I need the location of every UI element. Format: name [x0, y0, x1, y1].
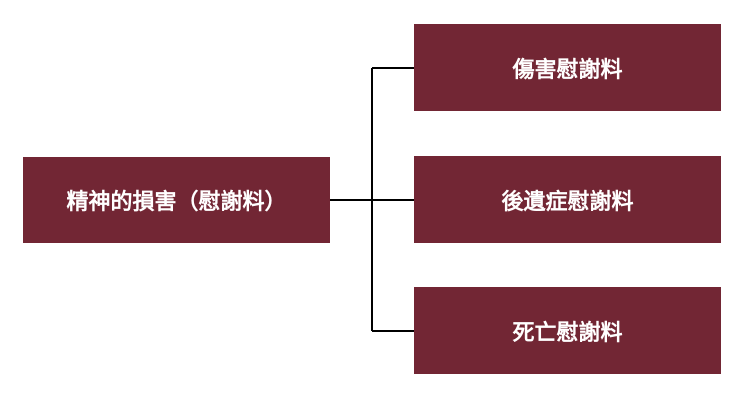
root-node: 精神的損害（慰謝料）: [23, 157, 330, 243]
child-node-injury: 傷害慰謝料: [414, 24, 721, 111]
child-node-label: 後遺症慰謝料: [501, 189, 634, 215]
child-node-aftereffect: 後遺症慰謝料: [414, 156, 721, 243]
child-node-label: 傷害慰謝料: [512, 57, 623, 83]
child-node-death: 死亡慰謝料: [414, 287, 721, 374]
root-node-label: 精神的損害（慰謝料）: [66, 190, 287, 215]
child-node-label: 死亡慰謝料: [512, 320, 623, 346]
